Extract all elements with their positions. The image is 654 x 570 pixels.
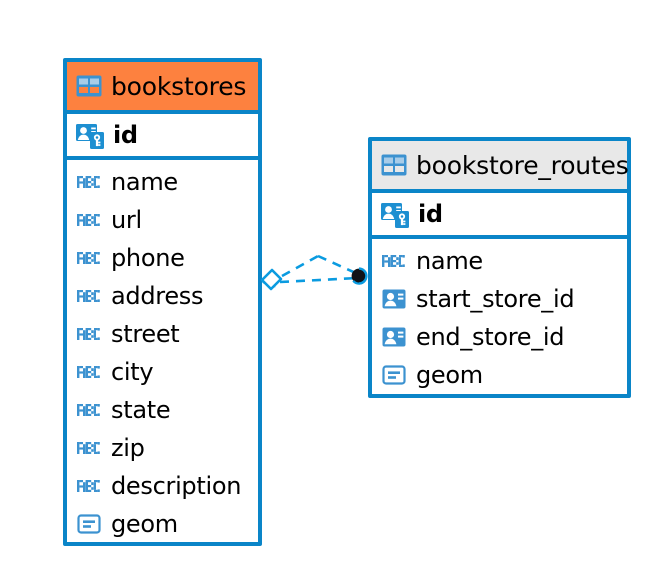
field-row-id[interactable]: id [67, 114, 258, 156]
entity-table-bookstore-routes[interactable]: bookstore_routes id [368, 137, 631, 398]
fields-list-bookstore-routes: name start_store_id [372, 239, 627, 394]
text-type-icon [77, 328, 100, 340]
field-label-street: street [111, 320, 180, 348]
text-type-icon [77, 404, 100, 416]
field-label-city: city [111, 358, 154, 386]
primary-key-section-bookstores: id [67, 110, 258, 160]
text-type-icon [77, 442, 100, 454]
table-header-bookstore-routes[interactable]: bookstore_routes [372, 141, 629, 189]
field-label-state: state [111, 396, 171, 424]
primary-key-icon [381, 203, 409, 228]
field-label-url: url [111, 206, 142, 234]
geometry-type-icon [77, 514, 101, 534]
field-row-description[interactable]: description [67, 467, 258, 505]
text-type-icon [77, 290, 100, 302]
relationship-line-upper-right [317, 254, 359, 276]
field-row-zip[interactable]: zip [67, 429, 258, 467]
text-type-icon [77, 252, 100, 264]
text-type-icon [77, 214, 100, 226]
field-row-geom[interactable]: geom [372, 356, 627, 394]
field-label-geom: geom [111, 510, 178, 538]
field-row-address[interactable]: address [67, 277, 258, 315]
field-row-city[interactable]: city [67, 353, 258, 391]
field-label-end-store-id: end_store_id [416, 323, 565, 351]
primary-key-section-bookstore-routes: id [372, 189, 627, 239]
field-label-name: name [416, 247, 483, 275]
geometry-type-icon [382, 365, 406, 385]
table-title-bookstore-routes: bookstore_routes [416, 150, 629, 180]
field-row-geom[interactable]: geom [67, 505, 258, 543]
field-label-zip: zip [111, 434, 145, 462]
table-header-bookstores[interactable]: bookstores [67, 62, 258, 110]
field-label-phone: phone [111, 244, 185, 272]
text-type-icon [382, 255, 405, 267]
table-icon [381, 154, 407, 176]
field-row-start-store-id[interactable]: start_store_id [372, 280, 627, 318]
field-row-state[interactable]: state [67, 391, 258, 429]
table-icon [76, 75, 102, 97]
filled-circle-marker [351, 267, 368, 285]
relationship-connector[interactable] [258, 240, 370, 320]
field-label-id: id [418, 200, 443, 228]
relationship-line-upper-left [281, 254, 319, 278]
diamond-marker [260, 268, 283, 291]
table-title-bookstores: bookstores [111, 71, 247, 101]
text-type-icon [77, 366, 100, 378]
field-label-address: address [111, 282, 204, 310]
field-label-name: name [111, 168, 178, 196]
foreign-key-icon [382, 289, 406, 309]
relationship-line-middle [279, 276, 359, 284]
field-row-name[interactable]: name [67, 163, 258, 201]
foreign-key-icon [382, 327, 406, 347]
field-row-end-store-id[interactable]: end_store_id [372, 318, 627, 356]
field-row-street[interactable]: street [67, 315, 258, 353]
fields-list-bookstores: name [67, 160, 258, 543]
field-label-id: id [113, 121, 138, 149]
entity-table-bookstores[interactable]: bookstores id [63, 58, 262, 546]
field-label-description: description [111, 472, 242, 500]
relationship-dashed-lines [279, 254, 359, 284]
text-type-icon [77, 480, 100, 492]
primary-key-icon [76, 124, 104, 149]
field-label-geom: geom [416, 361, 483, 389]
field-label-start-store-id: start_store_id [416, 285, 575, 313]
field-row-id[interactable]: id [372, 193, 627, 235]
text-type-icon [77, 176, 100, 188]
field-row-url[interactable]: url [67, 201, 258, 239]
field-row-phone[interactable]: phone [67, 239, 258, 277]
field-row-name[interactable]: name [372, 242, 627, 280]
